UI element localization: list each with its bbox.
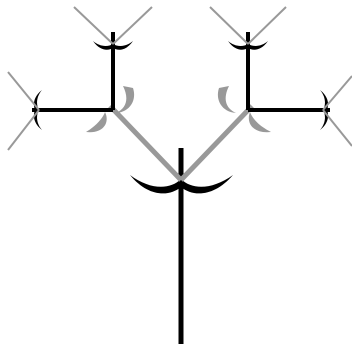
twig-right-right-a [323, 76, 352, 110]
right-node-marker-upper [218, 86, 236, 113]
twig-right-right-b [323, 110, 352, 146]
left-node-marker-upper [116, 86, 134, 113]
twig-left-left-b [8, 110, 39, 150]
twig-left-left-a [8, 72, 39, 110]
right-node-marker-lower [249, 112, 271, 132]
leaf-twigs [8, 7, 352, 150]
twig-left-up-b [113, 7, 152, 44]
twig-left-up-a [74, 7, 113, 44]
twig-right-up-b [248, 7, 286, 44]
twig-right-up-a [210, 7, 248, 44]
left-node-marker-lower [86, 112, 107, 132]
branch-left-diagonal [110, 106, 181, 180]
branch-right-diagonal [181, 106, 252, 180]
